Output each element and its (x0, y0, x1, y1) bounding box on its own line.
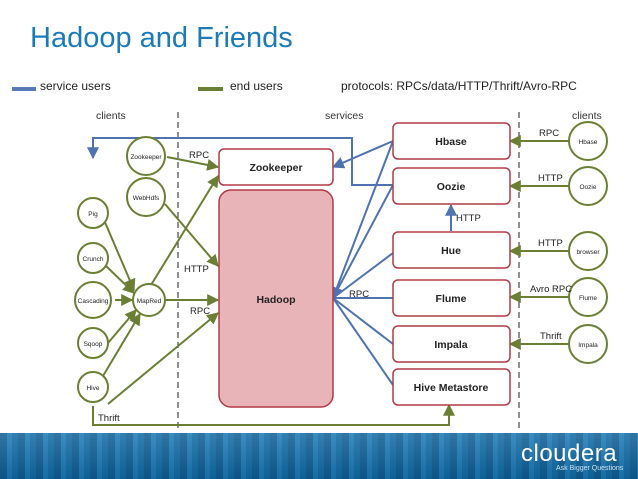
impala-client-node (568, 324, 608, 364)
cascading-client-node (74, 281, 112, 319)
header-services: services (325, 110, 364, 122)
edge-webhdfs-hadoop (164, 203, 219, 267)
edge-label-rpc-zookeeper: RPC (189, 150, 209, 161)
legend-end-users: end users (230, 79, 283, 93)
edge-hbase-zookeeper (331, 140, 394, 169)
edge-label-avro-rpc: Avro RPC (530, 284, 572, 295)
cloudera-tagline: Ask Bigger Questions (556, 465, 624, 472)
impala-box (392, 325, 511, 363)
flume-client-node (568, 277, 608, 317)
mapred-client-node (132, 283, 166, 317)
sqoop-client-node (77, 327, 109, 359)
zookeeper-box (218, 148, 334, 186)
impala-client-label: Impala (578, 342, 598, 349)
flume-box (392, 279, 511, 317)
edge-zkclient-zookeeper (166, 156, 220, 171)
hbase-label: Hbase (435, 136, 467, 148)
edge-impala-hadoop (332, 297, 394, 345)
page-title: Hadoop and Friends (30, 22, 293, 54)
oozie-box (392, 167, 511, 205)
legend-service-users: service users (40, 79, 111, 93)
zookeeper-client-node (126, 136, 166, 176)
edge-hue-hadoop (332, 252, 394, 299)
edge-label-http-oozie: HTTP (538, 173, 563, 184)
edge-pig-mapred (103, 219, 136, 292)
browser-client-label: browser (576, 249, 600, 256)
edge-label-thrift-hive: Thrift (98, 413, 120, 424)
edge-metastore-hadoop (332, 297, 394, 386)
hive-client-label: Hive (86, 385, 99, 392)
crunch-client-label: Crunch (83, 256, 104, 263)
hadoop-box (218, 189, 334, 408)
impala-label: Impala (434, 339, 467, 351)
edge-mapred-zookeeper (150, 174, 219, 286)
flume-client-label: Flume (579, 295, 597, 302)
edge-hive-hadoop (107, 312, 219, 405)
edge-hbase-hadoop (331, 140, 394, 300)
hbase-box (392, 122, 511, 160)
cascading-client-label: Cascading (78, 298, 109, 305)
cloudera-logo: cloudera (521, 440, 618, 467)
webhdfs-client-label: WebHdfs (133, 195, 160, 202)
edge-crunch-mapred (105, 265, 135, 294)
edge-label-http-hadoop: HTTP (184, 264, 209, 275)
edge-label-rpc-flume: RPC (349, 289, 369, 300)
footer-bar (0, 433, 638, 479)
hive-client-node (77, 371, 109, 403)
header-clients-right: clients (572, 110, 602, 122)
hue-label: Hue (441, 245, 461, 257)
crunch-client-node (77, 242, 109, 274)
oozie-client-label: Oozie (580, 184, 597, 191)
edge-hive-metastore (92, 403, 455, 426)
edge-label-http-browser: HTTP (538, 238, 563, 249)
hbase-client-label: Hbase (579, 139, 598, 146)
hive-metastore-label: Hive Metastore (414, 382, 489, 394)
legend-protocols: protocols: RPCs/data/HTTP/Thrift/Avro-RP… (341, 79, 577, 93)
sqoop-client-label: Sqoop (84, 341, 103, 348)
edge-label-thrift-impala: Thrift (540, 331, 562, 342)
header-clients-left: clients (96, 110, 126, 122)
zookeeper-label: Zookeeper (249, 162, 302, 174)
hive-metastore-box (392, 368, 511, 406)
pig-client-label: Pig (88, 211, 98, 218)
edge-label-http-hue: HTTP (456, 213, 481, 224)
hadoop-label: Hadoop (256, 294, 295, 306)
edge-hive-mapred (99, 312, 141, 382)
edge-label-rpc-hbase: RPC (539, 128, 559, 139)
edge-oozie-to-clients (87, 137, 393, 186)
browser-client-node (568, 231, 608, 271)
webhdfs-client-node (126, 177, 166, 217)
oozie-client-node (568, 166, 608, 206)
oozie-label: Oozie (437, 181, 466, 193)
edge-label-rpc-hadoop: RPC (190, 306, 210, 317)
flume-label: Flume (436, 293, 467, 305)
hue-box (392, 231, 511, 269)
hbase-client-node (568, 121, 608, 161)
zookeeper-client-label: Zookeeper (130, 154, 162, 161)
edge-oozie-hadoop (332, 184, 394, 299)
pig-client-node (77, 197, 109, 229)
mapred-client-label: MapRed (137, 298, 162, 305)
